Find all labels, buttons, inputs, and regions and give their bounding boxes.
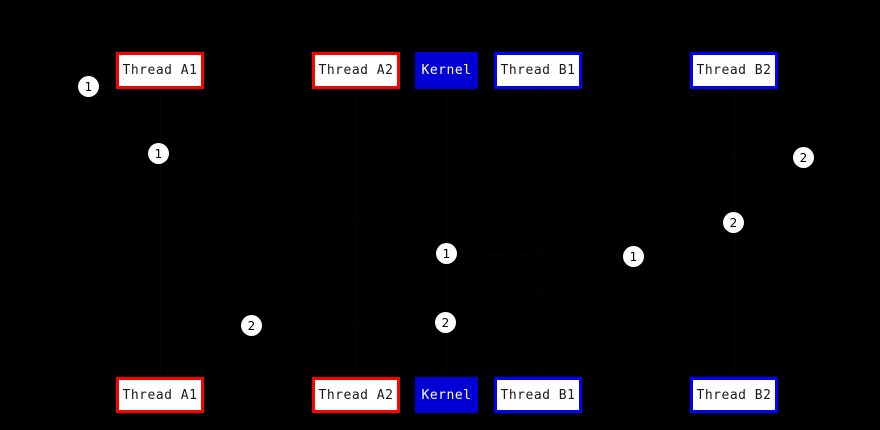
marker-2-b2-right: 2 [793,147,814,168]
participant-kernel-footer[interactable]: Kernel [415,377,478,413]
participant-label: Thread A1 [122,387,198,403]
marker-1-b1-return: 1 [623,246,644,267]
participant-label: Thread B1 [500,63,576,78]
lifeline-thread-a2 [356,89,357,377]
participant-label: Kernel [421,387,472,403]
marker-1-a1-lifeline: 1 [148,143,169,164]
lifeline-thread-b1 [538,89,539,377]
participant-label: Thread A2 [318,387,394,403]
participant-thread-a1-header[interactable]: Thread A1 [116,52,204,89]
marker-1-kernel: 1 [436,243,457,264]
lifeline-thread-a1 [160,89,161,377]
participant-thread-b1-footer[interactable]: Thread B1 [494,377,582,413]
participant-label: Thread A1 [122,63,198,78]
msg-2-b2-kernel [445,222,734,323]
lifeline-kernel [446,86,447,377]
participant-thread-b2-footer[interactable]: Thread B2 [690,377,778,413]
participant-label: Thread A2 [318,63,394,78]
participant-thread-b2-header[interactable]: Thread B2 [690,52,778,89]
msg-2-kernel-a1 [250,322,446,326]
participant-kernel-header[interactable]: Kernel [415,52,478,89]
marker-2-kernel: 2 [435,312,456,333]
participant-label: Thread B2 [696,63,772,78]
participant-thread-a2-footer[interactable]: Thread A2 [312,377,400,413]
marker-2-a1-return: 2 [241,315,262,336]
participant-label: Kernel [421,63,472,78]
participant-thread-a1-footer[interactable]: Thread A1 [116,377,204,413]
msg-1-kernel-b1 [445,253,633,258]
marker-2-b2-lifeline: 2 [723,212,744,233]
participant-thread-a2-header[interactable]: Thread A2 [312,52,400,89]
msg-1-a1-kernel [159,153,446,254]
participant-label: Thread B1 [500,387,576,403]
marker-1-left-top: 1 [78,76,99,97]
participant-thread-b1-header[interactable]: Thread B1 [494,52,582,89]
participant-label: Thread B2 [696,387,772,403]
